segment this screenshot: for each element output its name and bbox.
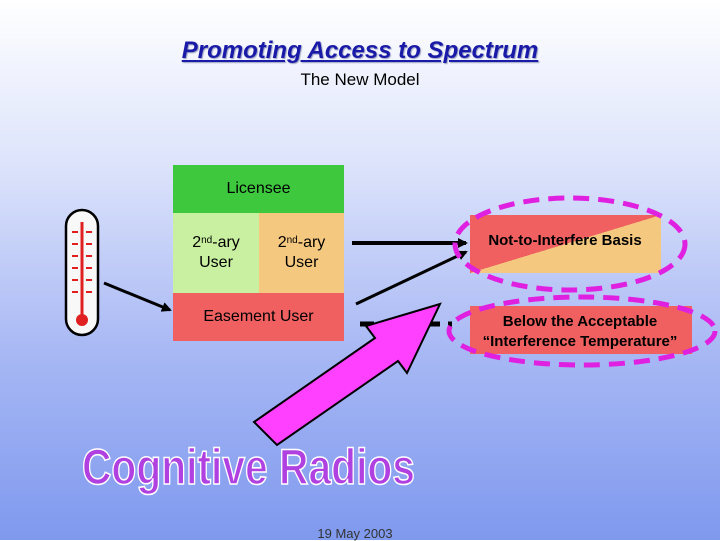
cognitive-radios-title: Cognitive Radios xyxy=(82,439,415,495)
arrow-easement-to-not-interfere xyxy=(355,250,468,306)
slide-title: Promoting Access to Spectrum xyxy=(181,37,539,64)
slide-subtitle: The New Model xyxy=(300,70,420,89)
thermometer-icon xyxy=(64,208,100,337)
not-to-interfere-ellipse xyxy=(452,195,688,293)
slide-date: 19 May 2003 xyxy=(317,526,393,541)
not-to-interfere-label: Not-to-Interfere Basis xyxy=(488,232,642,249)
cognitive-radio-arrow xyxy=(252,302,442,447)
licensee-block: Licensee xyxy=(173,165,344,213)
below-acceptable-box xyxy=(470,306,692,354)
not-to-interfere-box xyxy=(470,215,661,273)
below-acceptable-label: Below the Acceptable“Interference Temper… xyxy=(482,313,678,350)
licensee-label: Licensee xyxy=(226,180,291,197)
easement-user-block: Easement User xyxy=(173,293,344,341)
below-acceptable-ellipse xyxy=(446,294,718,368)
easement-user-label: Easement User xyxy=(203,308,314,325)
thermometer-arrow xyxy=(103,281,172,312)
cognitive-radios-wordart: Cognitive Radios xyxy=(81,438,416,496)
